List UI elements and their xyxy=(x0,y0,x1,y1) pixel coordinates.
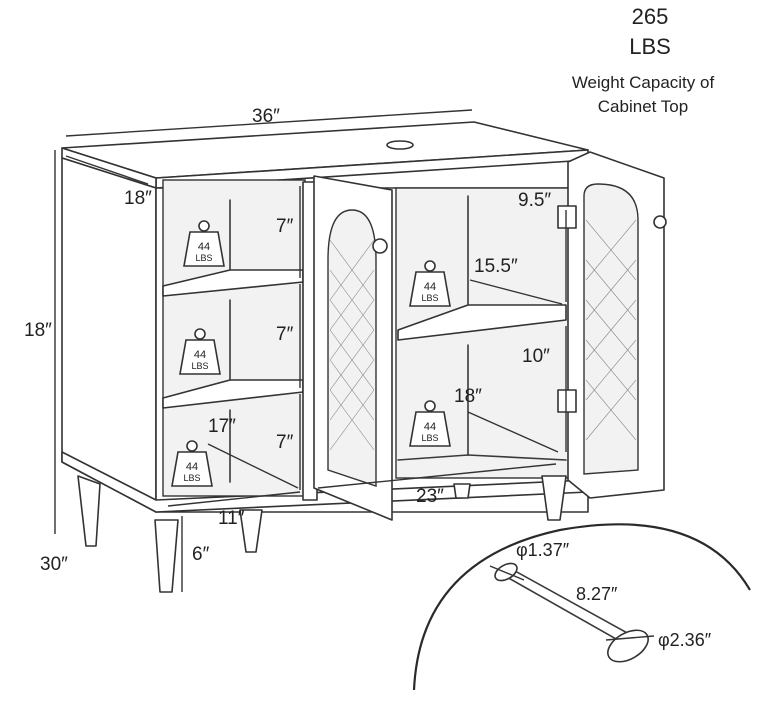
load-badge-unit: LBS xyxy=(191,361,208,371)
leg-length: 8.27″ xyxy=(576,584,618,604)
dim-left-opening-width: 11″ xyxy=(218,508,245,529)
leg-back-left xyxy=(77,475,101,547)
detail-circle-arc xyxy=(412,523,751,691)
dim-shelf-gap-1: 7″ xyxy=(276,216,294,237)
dim-width: 36″ xyxy=(252,106,280,127)
load-badge-value: 44 xyxy=(186,461,198,473)
dim-right-shelf-depth-bottom: 18″ xyxy=(454,386,482,407)
dim-height-body: 18″ xyxy=(24,320,52,341)
right-door-knob xyxy=(653,215,667,229)
cable-hole xyxy=(386,140,414,150)
weight-value: 265 xyxy=(632,4,669,29)
dim-left-shelf-depth: 17″ xyxy=(208,416,236,437)
load-badge: 44 LBS xyxy=(171,440,213,487)
dim-shelf-gap-3: 7″ xyxy=(276,432,294,453)
hinge-top xyxy=(557,205,577,229)
load-badge-value: 44 xyxy=(424,281,436,293)
dim-right-gap: 10″ xyxy=(522,346,550,367)
leg-front-middle xyxy=(239,509,263,553)
leg-detail-bottom-end xyxy=(607,629,649,663)
weight-unit: LBS xyxy=(629,34,671,59)
dim-height-total: 30″ xyxy=(40,554,68,575)
dim-leg-height: 6″ xyxy=(192,544,210,565)
load-badge-unit: LBS xyxy=(421,293,438,303)
dimension-lines xyxy=(54,109,567,592)
load-badge: 44 LBS xyxy=(409,260,451,307)
left-door-rattan-panel xyxy=(327,209,377,487)
dim-right-opening-width: 23″ xyxy=(416,486,444,507)
leg-front-left xyxy=(154,519,179,593)
leg-front-right xyxy=(541,475,567,521)
load-badge-unit: LBS xyxy=(183,473,200,483)
load-badge-value: 44 xyxy=(194,349,206,361)
load-badge: 44 LBS xyxy=(183,220,225,267)
right-door-rattan-weave xyxy=(585,219,637,441)
weight-caption-line1: Weight Capacity of xyxy=(572,73,715,92)
load-badge-value: 44 xyxy=(424,421,436,433)
dim-right-top-gap: 9.5″ xyxy=(518,190,551,211)
left-door-knob xyxy=(372,238,388,254)
weight-caption-line2: Cabinet Top xyxy=(598,97,688,116)
dim-right-shelf-depth-top: 15.5″ xyxy=(474,256,518,277)
hinge-bottom xyxy=(557,389,577,413)
load-badge-unit: LBS xyxy=(421,433,438,443)
leg-back-right xyxy=(453,483,471,499)
left-door-rattan-weave xyxy=(329,239,375,451)
load-badge-unit: LBS xyxy=(195,253,212,263)
cabinet-body xyxy=(61,121,667,593)
dim-depth: 18″ xyxy=(124,188,152,209)
leg-detail-callout xyxy=(412,523,751,691)
leg-top-diameter: φ1.37″ xyxy=(516,540,570,560)
right-shelf xyxy=(397,304,567,341)
load-badge: 44 LBS xyxy=(179,328,221,375)
load-badge: 44 LBS xyxy=(409,400,451,447)
leg-bottom-diameter: φ2.36″ xyxy=(658,630,712,650)
load-badge-value: 44 xyxy=(198,241,210,253)
right-door-rattan-panel xyxy=(583,183,639,475)
left-compartment xyxy=(162,179,306,497)
dim-shelf-gap-2: 7″ xyxy=(276,324,294,345)
